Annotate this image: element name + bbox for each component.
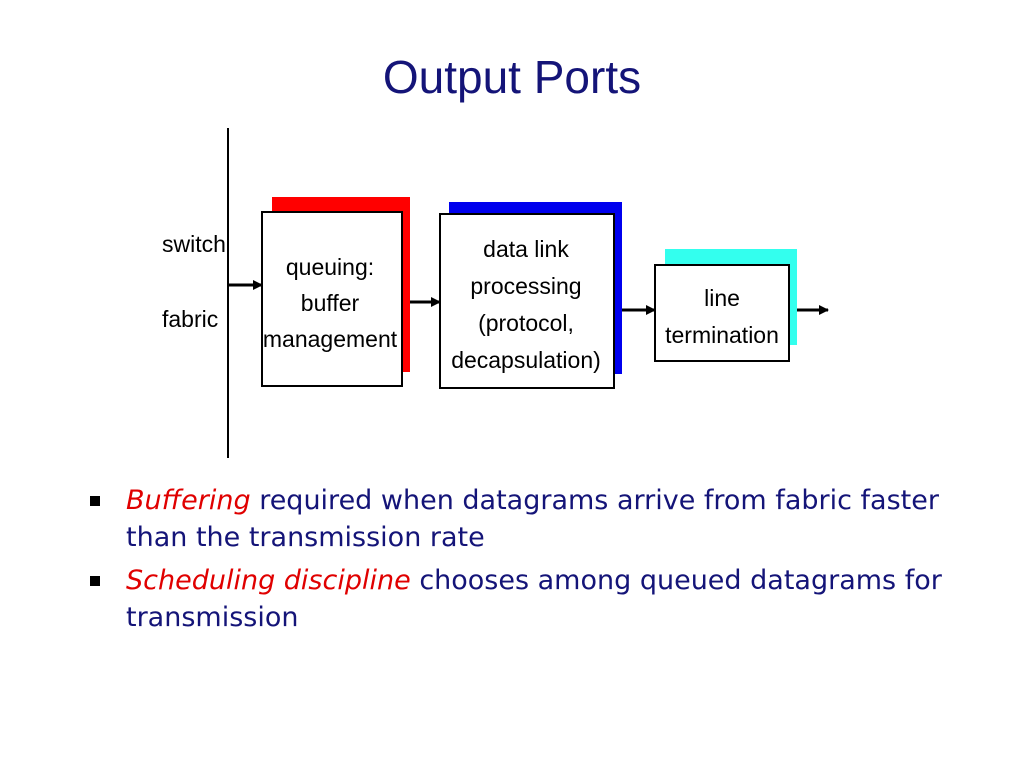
line-block-line-1: line bbox=[704, 285, 740, 311]
line-block bbox=[654, 264, 790, 362]
square-bullet-icon bbox=[90, 576, 100, 586]
switch-label: switch bbox=[162, 231, 226, 257]
square-bullet-icon bbox=[90, 496, 100, 506]
datalink-block-line-4: decapsulation) bbox=[451, 347, 601, 373]
datalink-block-line-1: data link bbox=[483, 236, 569, 262]
bullet-text: required when datagrams arrive from fabr… bbox=[126, 485, 939, 553]
slide-title: Output Ports bbox=[382, 51, 642, 103]
bullet-list: Buffering required when datagrams arrive… bbox=[88, 482, 948, 642]
bullet-item: Buffering required when datagrams arrive… bbox=[88, 482, 948, 556]
queuing-block-line-2: buffer bbox=[301, 290, 360, 316]
datalink-block bbox=[439, 213, 615, 389]
fabric-label: fabric bbox=[162, 306, 218, 332]
queuing-block-line-1: queuing: bbox=[286, 254, 374, 280]
bullet-emphasis: Buffering bbox=[126, 485, 251, 516]
queuing-block bbox=[261, 211, 403, 387]
bullet-item: Scheduling discipline chooses among queu… bbox=[88, 562, 948, 636]
datalink-block-line-3: (protocol, bbox=[478, 310, 574, 336]
line-block-line-2: termination bbox=[665, 322, 779, 348]
bullet-emphasis: Scheduling discipline bbox=[126, 565, 411, 596]
queuing-block-line-3: management bbox=[263, 326, 398, 352]
bullet-text: chooses among queued datagrams for trans… bbox=[126, 565, 942, 633]
datalink-block-line-2: processing bbox=[470, 273, 581, 299]
